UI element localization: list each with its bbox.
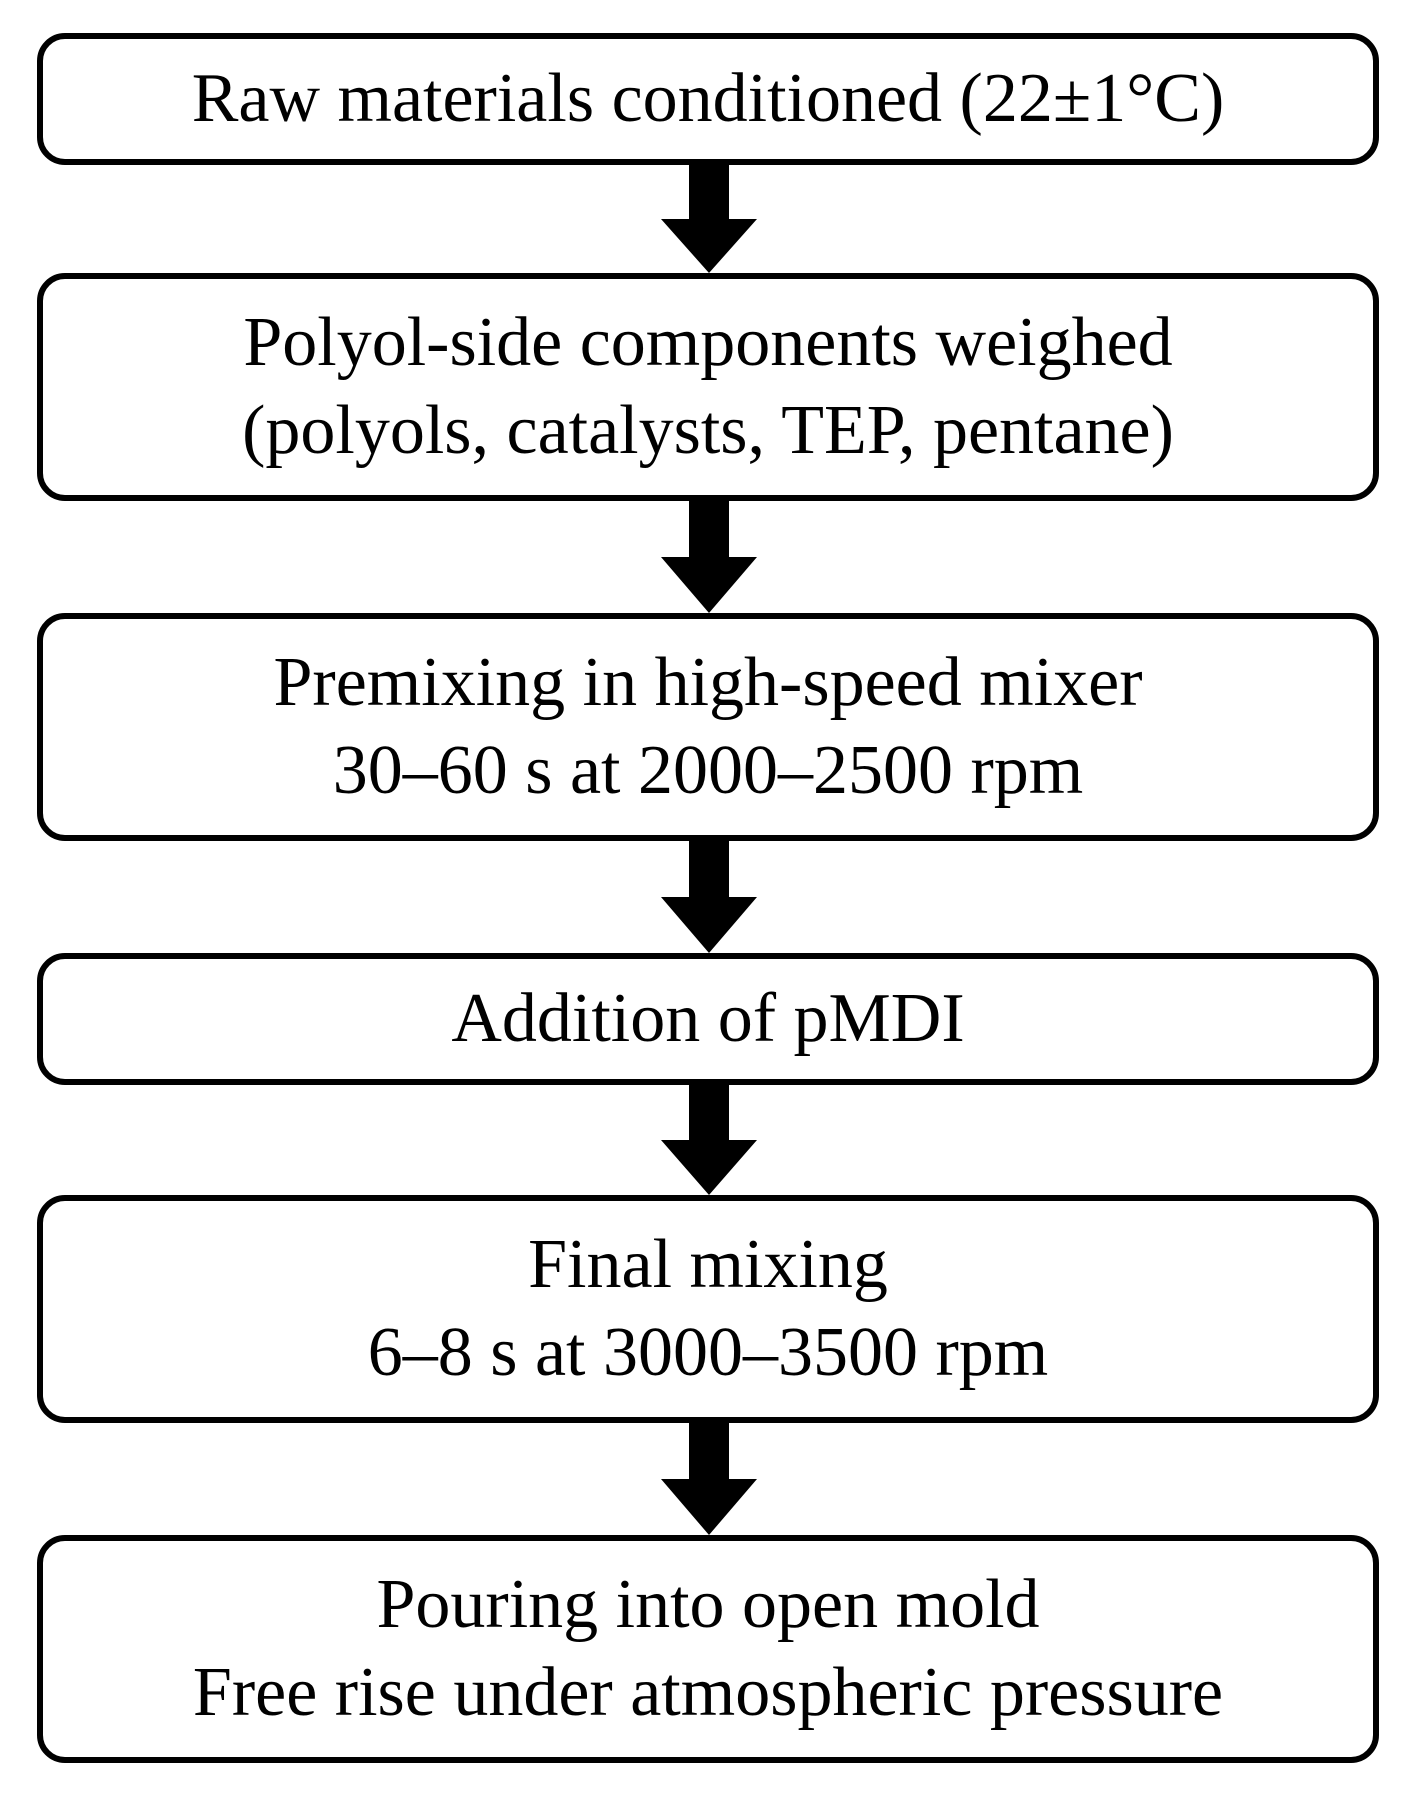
step-raw-materials-conditioned: Raw materials conditioned (22±1°C) [37,33,1379,165]
step-text-line: 6–8 s at 3000–3500 rpm [367,1314,1049,1391]
step-text-line: Raw materials conditioned (22±1°C) [191,60,1225,137]
step-addition-of-pmdi: Addition of pMDI [37,953,1379,1085]
step-text-line: Polyol-side components weighed [243,304,1173,381]
step-text-line: Final mixing [528,1226,888,1303]
step-final-mixing: Final mixing 6–8 s at 3000–3500 rpm [37,1195,1379,1423]
step-pouring-into-mold: Pouring into open mold Free rise under a… [37,1535,1379,1763]
step-text-line: Premixing in high-speed mixer [273,644,1143,721]
down-arrow-icon [661,165,757,273]
down-arrow-icon [661,1423,757,1535]
down-arrow-icon [661,1085,757,1195]
step-polyol-side-weighed: Polyol-side components weighed (polyols,… [37,273,1379,501]
step-premixing: Premixing in high-speed mixer 30–60 s at… [37,613,1379,841]
down-arrow-icon [661,501,757,613]
step-text-line: Addition of pMDI [451,980,965,1057]
step-text-line: Pouring into open mold [376,1566,1040,1643]
step-text-line: (polyols, catalysts, TEP, pentane) [242,392,1174,469]
step-text-line: 30–60 s at 2000–2500 rpm [332,732,1084,809]
step-text-line: Free rise under atmospheric pressure [192,1654,1224,1731]
down-arrow-icon [661,841,757,953]
